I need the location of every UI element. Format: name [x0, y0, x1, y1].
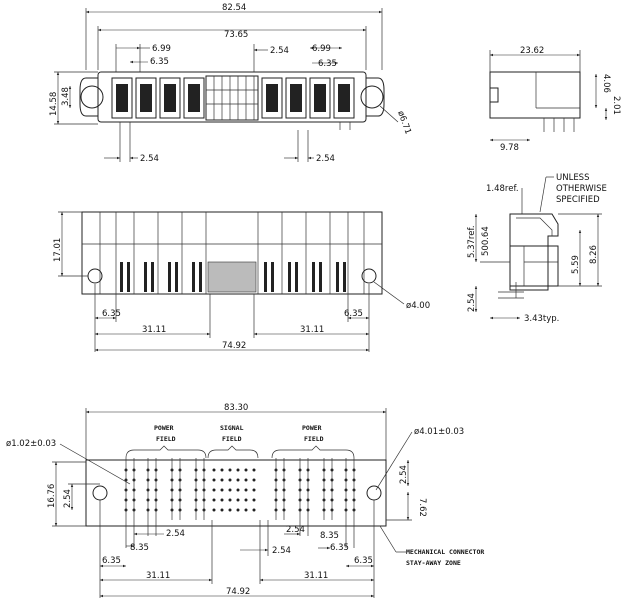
dim-height: 14.58 [49, 92, 59, 116]
dim-val1: 500.64 [481, 226, 491, 256]
label-power-left-1: POWER [154, 424, 174, 432]
dim-side-bottom: 9.78 [500, 143, 519, 153]
dim-fp-pitch-d: 2.54 [286, 525, 305, 535]
dim-fp-right-mid: 7.62 [417, 498, 427, 517]
dim-pitch-left: 6.99 [152, 44, 171, 54]
dim-section-c: 2.54 [467, 293, 477, 312]
dim-fp-left-small: 2.54 [63, 489, 73, 508]
dim-sub-right: 6.35 [318, 59, 337, 69]
section-view: UNLESS OTHERWISE SPECIFIED 1.48ref. 5.37… [467, 173, 607, 324]
dim-front-left-small: 6.35 [102, 309, 121, 319]
dim-fp-pitch-c: 2.54 [272, 546, 291, 556]
dim-side-width: 23.62 [520, 46, 544, 56]
dim-sub-left: 6.35 [150, 57, 169, 67]
dim-height-small: 3.48 [61, 87, 71, 106]
label-power-right-2: FIELD [304, 435, 324, 443]
dim-side-height-a: 4.06 [601, 74, 611, 93]
note-line2: OTHERWISE [556, 184, 607, 194]
dim-fp-right-top: 2.54 [399, 465, 409, 484]
footprint-column-lines [125, 458, 355, 548]
mech-note-1: MECHANICAL CONNECTOR [406, 548, 484, 556]
footprint-holes [124, 468, 356, 512]
dim-front-left-span: 31.11 [142, 325, 166, 335]
top-view: 82.54 73.65 6.99 6.35 2.54 6.99 6.35 [49, 3, 413, 164]
signal-area-top [205, 75, 259, 121]
front-columns [115, 212, 349, 294]
dim-front-hole: ø4.00 [406, 301, 430, 311]
front-contacts [120, 261, 346, 293]
dim-front-right-small: 6.35 [344, 309, 363, 319]
label-power-right-1: POWER [302, 424, 322, 432]
dim-side-height-b: 2.01 [611, 96, 621, 115]
dim-fp-left-edge: 6.35 [102, 556, 121, 566]
dim-pitch-right: 6.99 [312, 44, 331, 54]
power-modules-right [261, 77, 355, 119]
dim-ref1: 1.48ref. [486, 184, 519, 194]
side-view: 23.62 4.06 2.01 9.78 [489, 46, 621, 153]
note-line1: UNLESS [556, 173, 589, 183]
dim-section-b: 8.26 [589, 245, 599, 264]
dim-hole: ø6.71 [395, 110, 413, 136]
dim-typ: 3.43typ. [524, 314, 559, 324]
dim-fp-height: 16.76 [47, 484, 57, 508]
dim-fp-hole-small: ø1.02±0.03 [6, 439, 56, 449]
dim-front-overall: 74.92 [222, 341, 246, 351]
dim-fp-pitch-e: 6.35 [330, 543, 349, 553]
dim-fp-right-span: 31.11 [304, 571, 328, 581]
dim-front-height: 17.01 [53, 238, 63, 262]
power-modules-left [111, 77, 205, 119]
label-signal-2: FIELD [222, 435, 242, 443]
note-line3: SPECIFIED [556, 195, 600, 205]
dim-overall-width: 82.54 [222, 3, 246, 13]
dim-bottom-left: 2.54 [140, 154, 159, 164]
dim-fp-overall-bottom: 74.92 [226, 587, 250, 597]
footprint-view: 83.30 ø1.02±0.03 ø4.01±0.03 POWER FIELD … [6, 403, 484, 598]
dim-inner-width: 73.65 [224, 30, 248, 40]
dim-fp-overall: 83.30 [224, 403, 248, 413]
dim-bottom-right: 2.54 [316, 154, 335, 164]
dim-ref2: 5.37ref. [467, 225, 477, 258]
dim-center-pitch: 2.54 [270, 46, 289, 56]
dim-fp-left-span: 31.11 [146, 571, 170, 581]
label-signal-1: SIGNAL [220, 424, 244, 432]
dim-fp-pitch-a: 2.54 [166, 529, 185, 539]
dim-front-right-span: 31.11 [300, 325, 324, 335]
dim-section-a: 5.59 [571, 255, 581, 274]
dim-fp-pitch-f: 8.35 [320, 531, 339, 541]
front-view: 17.01 ø4.00 6.35 6.35 31.11 31.11 74.92 [53, 211, 430, 352]
mech-note-2: STAY-AWAY ZONE [406, 559, 461, 567]
label-power-left-2: FIELD [156, 435, 176, 443]
dim-fp-pitch-b: 8.35 [130, 543, 149, 553]
dim-fp-hole-large: ø4.01±0.03 [414, 427, 464, 437]
dim-fp-right-edge: 6.35 [354, 556, 373, 566]
